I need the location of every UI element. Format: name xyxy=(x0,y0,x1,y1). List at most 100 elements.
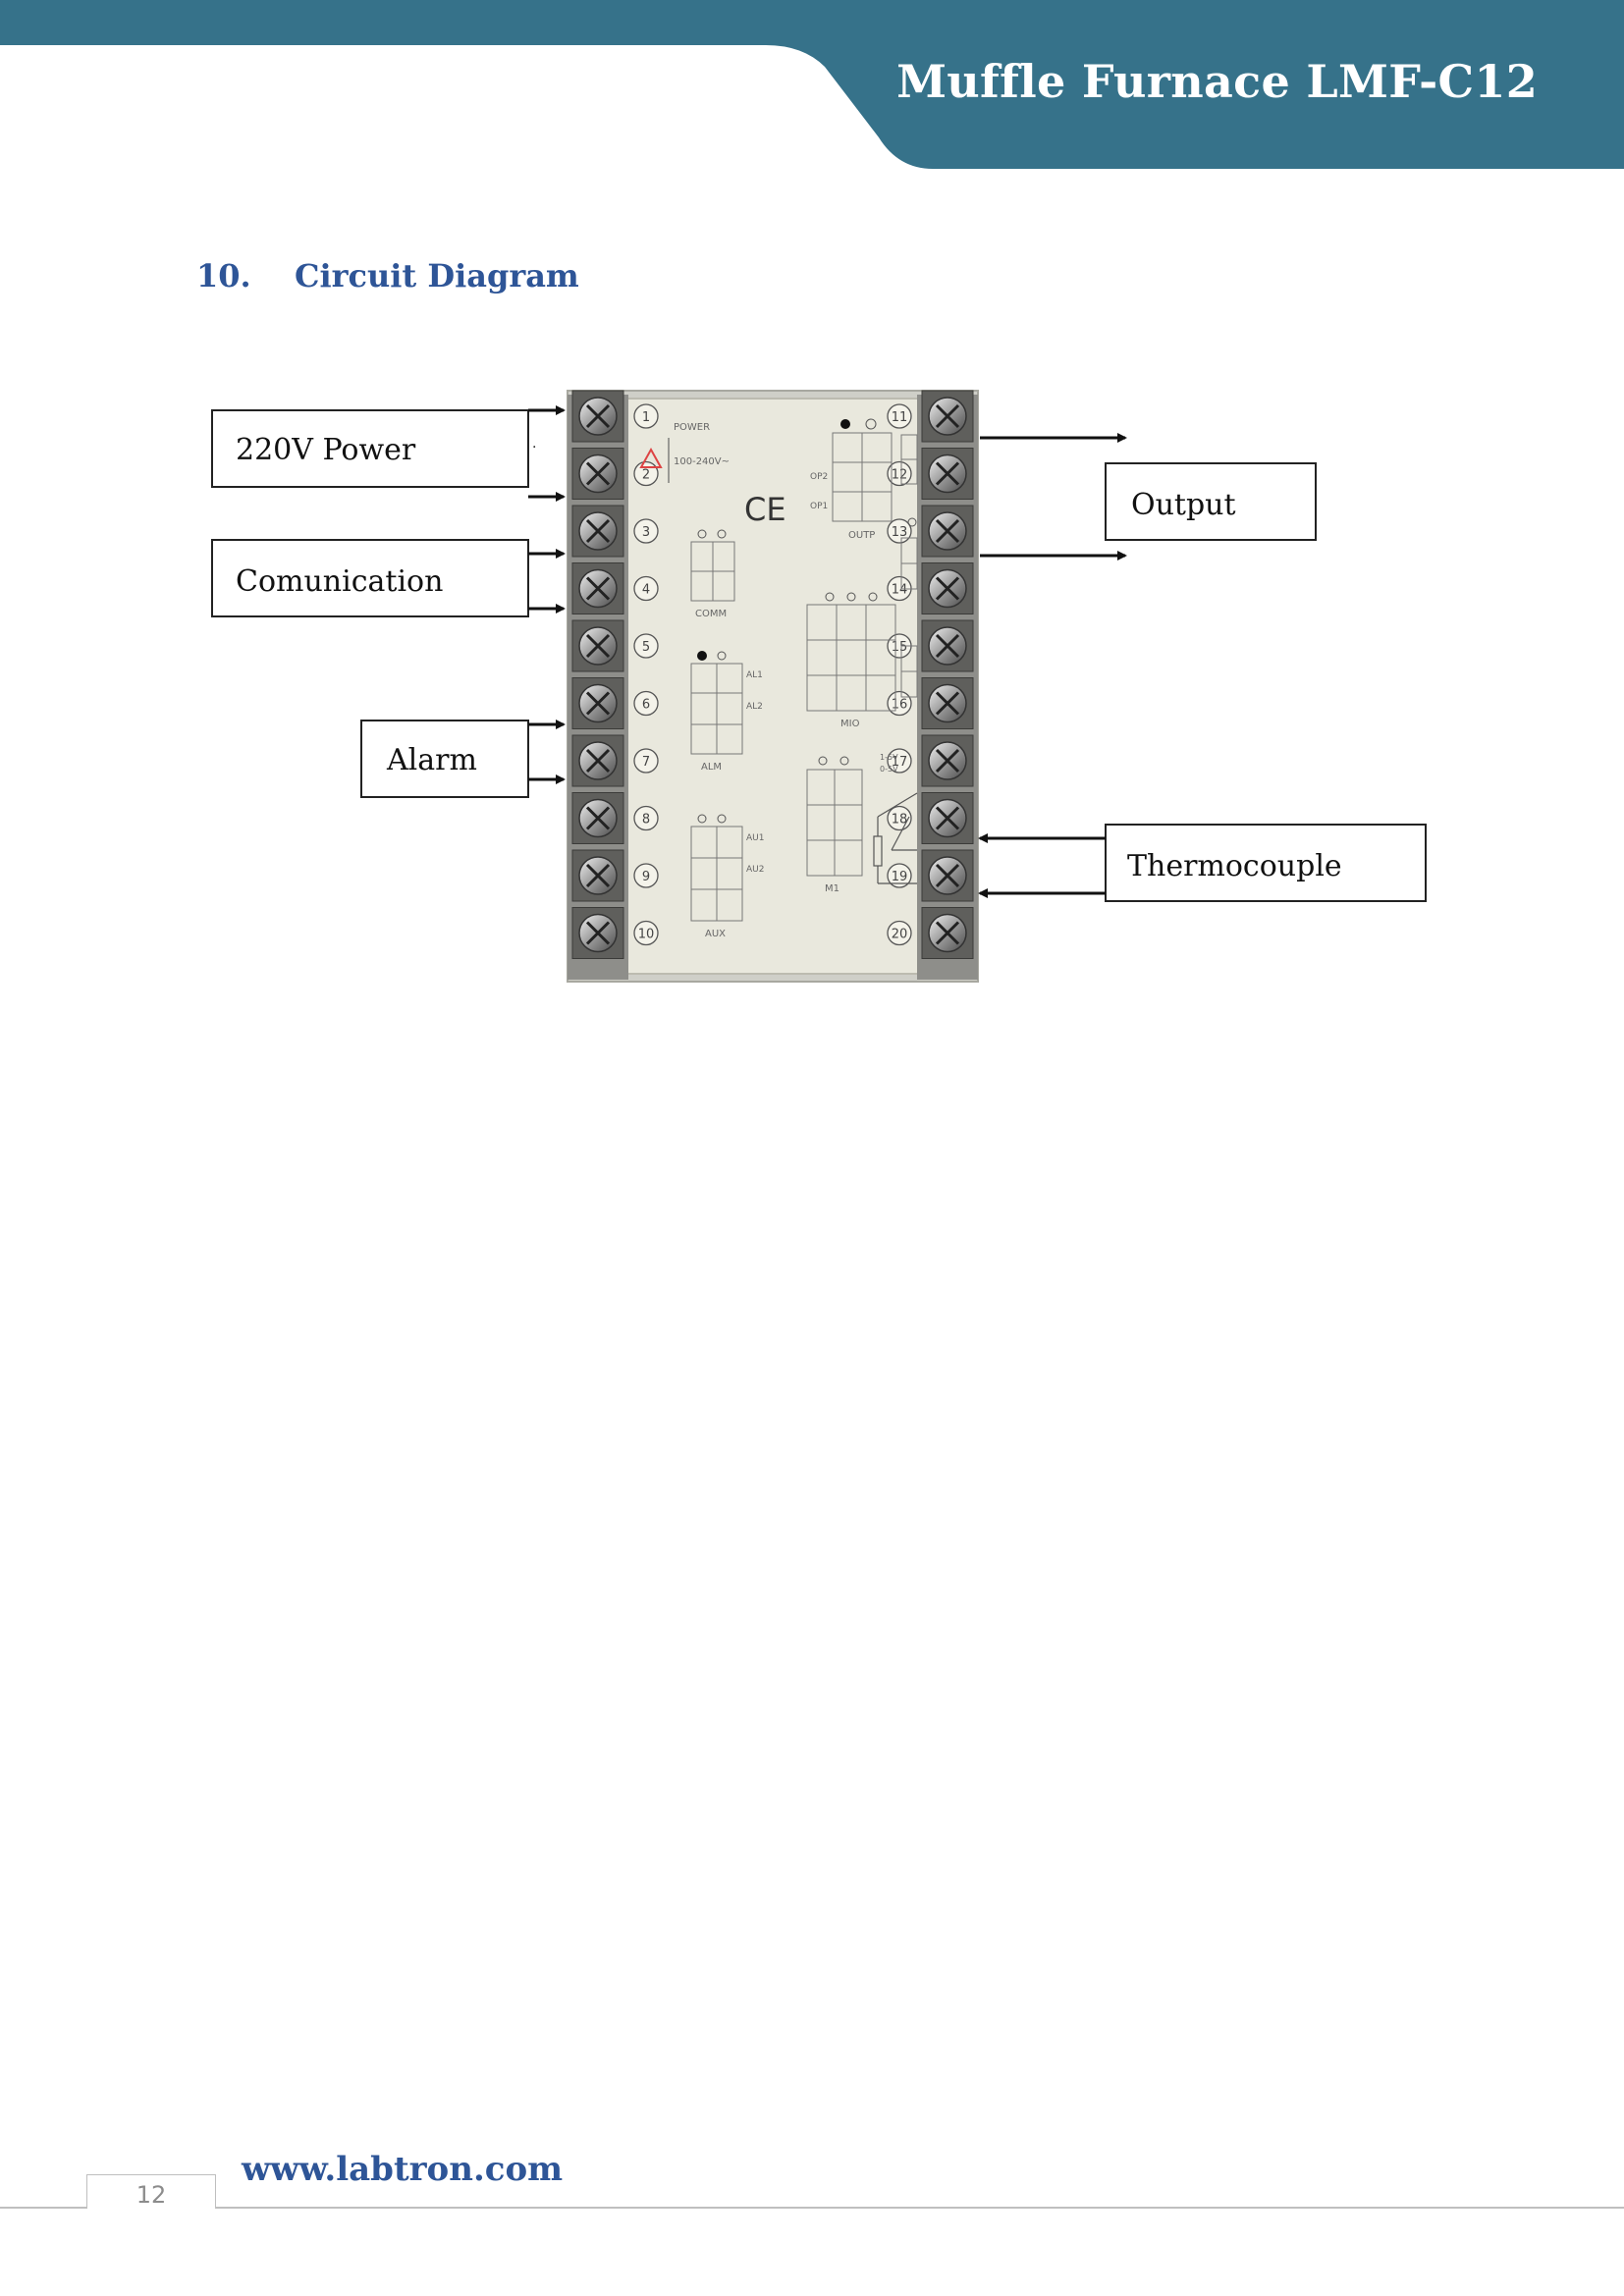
panel-label-alm: ALM xyxy=(701,762,722,773)
aux-grid xyxy=(690,826,743,922)
terminal-number: 4 xyxy=(642,583,650,598)
panel-label-au2: AU2 xyxy=(746,865,764,875)
footer-rule-right xyxy=(216,2207,1624,2209)
panel-label-comm: COMM xyxy=(695,609,727,619)
terminal-screw xyxy=(571,505,624,558)
terminal-screw xyxy=(921,677,974,729)
comm-grid xyxy=(690,541,735,602)
panel-label-range-a: 1-5V xyxy=(880,753,898,762)
terminal-screw xyxy=(571,734,624,787)
indicator-dot xyxy=(717,651,727,661)
terminal-number-circle xyxy=(633,518,659,544)
power-callout-label: 220V Power xyxy=(236,433,416,467)
terminal-screw xyxy=(571,390,624,443)
alarm-callout-label: Alarm xyxy=(386,743,477,777)
terminal-number: 8 xyxy=(642,813,650,828)
indicator-dot xyxy=(697,651,707,661)
indicator-dot xyxy=(825,592,835,602)
terminal-number-circle xyxy=(887,748,912,774)
terminal-number-circle xyxy=(887,863,912,888)
terminal-number: 15 xyxy=(892,640,908,655)
terminal-screw xyxy=(921,792,974,844)
terminal-number: 12 xyxy=(892,468,908,483)
section-title: Circuit Diagram xyxy=(295,257,579,294)
indicator-dot xyxy=(697,814,707,824)
terminal-screw xyxy=(571,849,624,902)
terminal-number: 20 xyxy=(892,928,908,942)
terminal-number-circle xyxy=(633,863,659,888)
terminal-number: 19 xyxy=(892,870,908,884)
warning-triangle-icon xyxy=(639,447,663,468)
terminal-number: 6 xyxy=(642,698,650,713)
communication-callout-label: Comunication xyxy=(236,564,443,599)
terminal-screw xyxy=(921,849,974,902)
terminal-screw xyxy=(921,619,974,672)
thermocouple-symbol xyxy=(873,792,918,884)
panel-label-voltage: 100-240V~ xyxy=(674,456,730,467)
terminal-screw xyxy=(921,448,974,500)
m1-grid xyxy=(806,769,863,877)
indicator-dot xyxy=(907,517,917,527)
terminal-number-circle xyxy=(633,575,659,602)
thermocouple-callout-label: Thermocouple xyxy=(1127,849,1342,883)
panel-label-mio: MIO xyxy=(840,719,860,729)
panel-label-al1: AL1 xyxy=(746,670,763,680)
indicator-dot xyxy=(839,756,849,766)
output-callout-box xyxy=(1105,462,1317,541)
alarm-callout-box xyxy=(360,720,529,798)
terminal-number: 1 xyxy=(642,410,650,425)
panel-label-range-b: 0-5V xyxy=(880,765,898,774)
indicator-dot xyxy=(717,814,727,824)
terminal-number: 14 xyxy=(892,583,908,598)
terminal-screw xyxy=(921,562,974,614)
terminal-screw xyxy=(921,505,974,558)
terminal-number: 3 xyxy=(642,525,650,540)
panel-label-au1: AU1 xyxy=(746,833,764,843)
panel-label-op1: OP1 xyxy=(810,502,828,511)
mio-side-box xyxy=(900,645,918,698)
indicator-dot xyxy=(865,418,877,430)
document-title: Muffle Furnace LMF-C12 xyxy=(896,55,1538,108)
terminal-number: 16 xyxy=(892,698,908,713)
terminal-number-circle xyxy=(633,748,659,774)
terminal-number-circle xyxy=(633,920,659,946)
communication-callout-box xyxy=(211,539,529,617)
terminal-number: 5 xyxy=(642,640,650,655)
indicator-dot xyxy=(868,592,878,602)
output-callout-label: Output xyxy=(1131,488,1236,522)
ce-mark: CE xyxy=(744,491,786,528)
callout-tick: · xyxy=(532,440,536,455)
footer-rule-left xyxy=(0,2207,86,2209)
terminal-number-circle xyxy=(633,633,659,659)
terminal-number: 13 xyxy=(892,525,908,540)
right-screw-column xyxy=(921,390,974,959)
page-number: 12 xyxy=(86,2174,216,2209)
terminal-number: 18 xyxy=(892,813,908,828)
header-band xyxy=(0,0,1624,169)
terminal-number-circle xyxy=(887,403,912,429)
panel-label-power: POWER xyxy=(674,422,710,433)
terminal-screw xyxy=(571,619,624,672)
terminal-number: 9 xyxy=(642,870,650,884)
terminal-number: 11 xyxy=(892,410,908,425)
terminal-screw xyxy=(921,734,974,787)
outp-side-box xyxy=(900,434,918,590)
terminal-number-circle xyxy=(633,805,659,831)
mio-grid xyxy=(806,604,896,712)
panel-label-outp: OUTP xyxy=(848,530,875,541)
footer-website: www.labtron.com xyxy=(242,2150,564,2189)
left-screw-column xyxy=(571,390,624,959)
panel-label-aux: AUX xyxy=(705,929,726,939)
terminal-number-circle xyxy=(633,690,659,717)
indicator-dot xyxy=(697,529,707,539)
terminal-number-circle xyxy=(887,518,912,544)
panel-label-m1: M1 xyxy=(825,883,839,894)
terminal-screw xyxy=(571,448,624,500)
section-heading: 10.Circuit Diagram xyxy=(196,257,579,294)
terminal-screw xyxy=(571,792,624,844)
terminal-screw xyxy=(571,677,624,729)
terminal-screw xyxy=(921,907,974,959)
thermocouple-callout-box xyxy=(1105,824,1427,902)
